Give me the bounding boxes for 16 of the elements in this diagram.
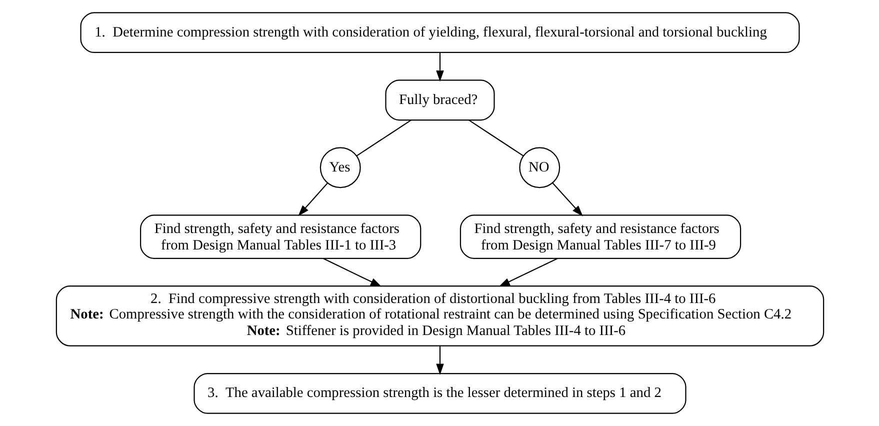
arrow: [498, 258, 558, 287]
node-box: 1. Determine compression strength with consideration of yielding, flexural, flexural-torsional and torsional buckling: [80, 12, 800, 54]
connector: [356, 120, 411, 156]
node-circle: Yes: [319, 147, 360, 188]
node-box: Find strength, safety and resistance factors from Design Manual Tables III-7 to III-9: [459, 214, 741, 259]
node-box: Find strength, safety and resistance factors from Design Manual Tables III-1 to III-3: [140, 214, 421, 259]
node-box: 2. Find compressive strength with consideration of distortional buckling from Tables III-4 to III-6 Note: Compressive strength with the consideration of rotational restraint can be determined using Specification Section C4.2 Note: Stiffener is provided in Design Manual Tables III-4 to III-6: [55, 286, 824, 346]
arrow: [298, 182, 328, 216]
arrow: [436, 52, 444, 82]
node-circle: NO: [518, 147, 560, 188]
arrow: [436, 346, 444, 375]
arrow: [552, 182, 582, 216]
node-box: 3. The available compression strength is the lesser determined in steps 1 and 2: [193, 372, 686, 414]
connector: [468, 120, 524, 156]
arrow: [322, 258, 382, 287]
node-box: Fully braced?: [384, 80, 494, 121]
